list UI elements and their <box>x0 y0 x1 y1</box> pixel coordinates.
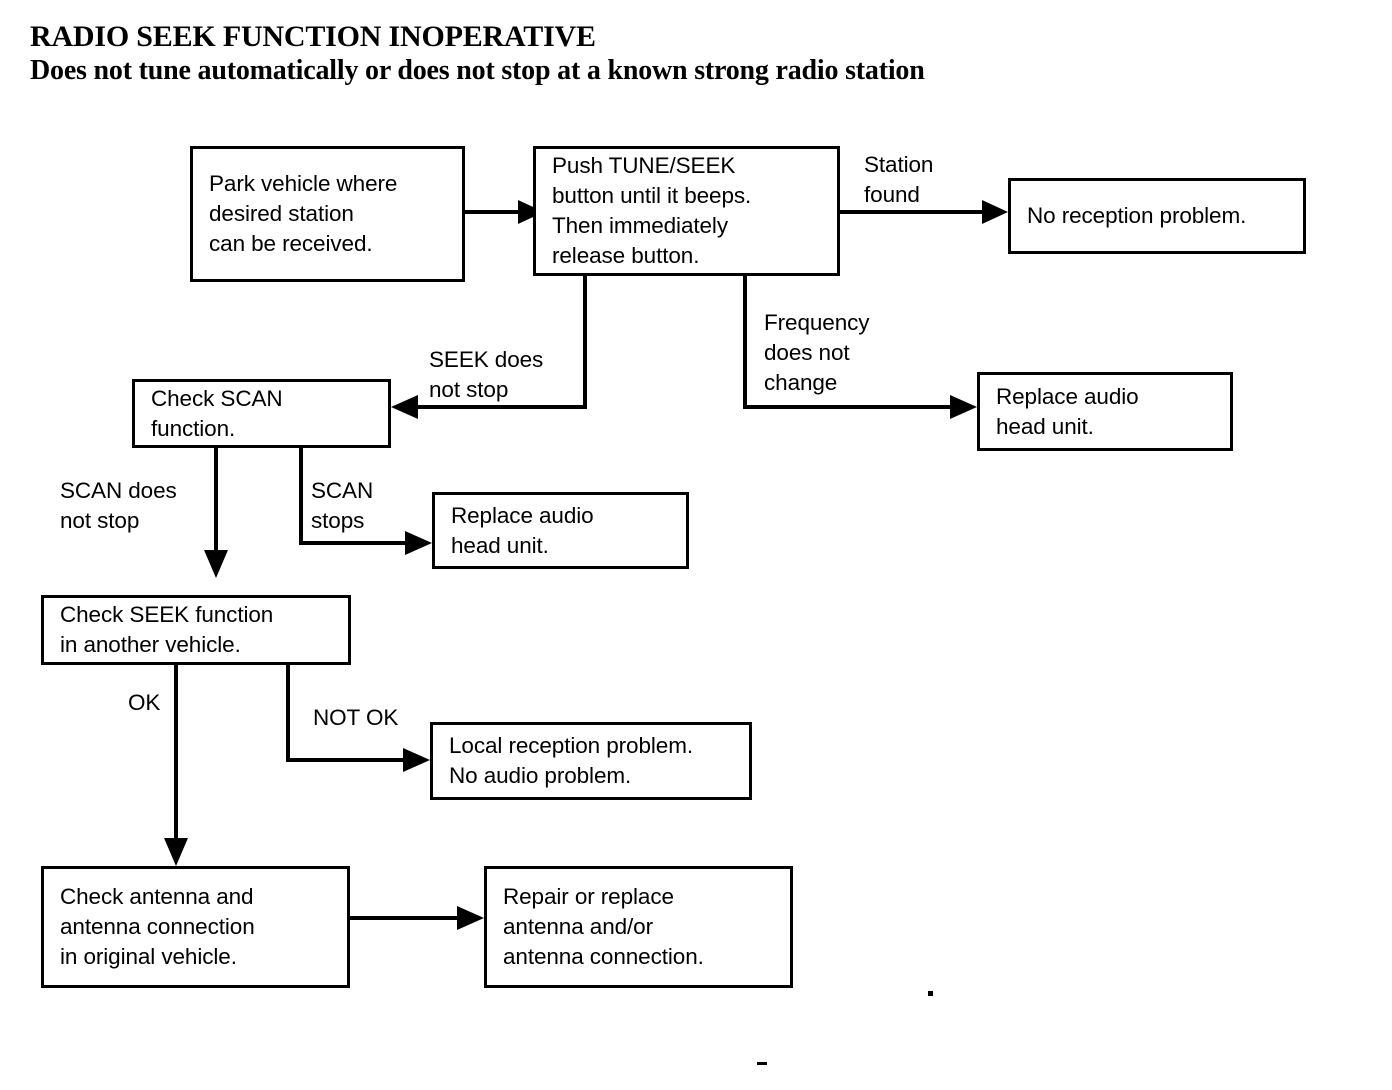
node-no-reception-problem[interactable]: No reception problem. <box>1008 178 1306 254</box>
node-replace-head-unit-scan[interactable]: Replace audio head unit. <box>432 492 689 569</box>
node-label: Park vehicle where desired station can b… <box>209 171 398 256</box>
node-label: Replace audio head unit. <box>996 383 1139 439</box>
node-label: No reception problem. <box>1027 203 1247 228</box>
node-label: Local reception problem. No audio proble… <box>449 733 693 788</box>
edge-checkant-to-repairant <box>350 906 484 930</box>
node-label: Check SCAN function. <box>151 385 283 441</box>
node-check-seek-another-vehicle[interactable]: Check SEEK function in another vehicle. <box>41 595 351 665</box>
edge-push-to-checkscan <box>391 275 587 419</box>
node-label: Push TUNE/SEEK button until it beeps. Th… <box>552 153 752 268</box>
edge-label-not-ok: NOT OK <box>313 705 399 730</box>
edge-push-to-replace1 <box>743 275 977 419</box>
node-label: Check SEEK function in another vehicle. <box>60 602 274 657</box>
edge-label-ok: OK <box>128 690 161 715</box>
node-park-vehicle[interactable]: Park vehicle where desired station can b… <box>190 146 465 282</box>
scan-speck <box>757 1062 767 1065</box>
node-label: Repair or replace antenna and/or antenna… <box>503 884 704 969</box>
node-local-reception-problem[interactable]: Local reception problem. No audio proble… <box>430 722 752 800</box>
node-label: Check antenna and antenna connection in … <box>60 884 255 969</box>
edge-label-seek-does-not-stop: SEEK does not stop <box>429 347 544 402</box>
edge-checkseek-to-checkant <box>164 665 188 866</box>
node-check-antenna[interactable]: Check antenna and antenna connection in … <box>41 866 350 988</box>
scan-speck <box>928 991 933 996</box>
edge-label-scan-does-not-stop: SCAN does not stop <box>60 478 177 533</box>
node-check-scan-function[interactable]: Check SCAN function. <box>132 379 391 448</box>
edge-label-station-found: Station found <box>864 152 934 207</box>
edge-push-to-noproblem <box>840 200 1008 224</box>
node-label: Replace audio head unit. <box>451 502 594 558</box>
node-repair-replace-antenna[interactable]: Repair or replace antenna and/or antenna… <box>484 866 793 988</box>
edge-label-frequency-does-not-change: Frequency does not change <box>764 310 870 395</box>
edge-label-scan-stops: SCAN stops <box>311 478 374 533</box>
edge-checkscan-to-replace2 <box>299 447 432 555</box>
edge-checkscan-to-checkseek <box>204 447 228 578</box>
page-title: RADIO SEEK FUNCTION INOPERATIVE Does not… <box>30 20 1330 88</box>
title-line-1: RADIO SEEK FUNCTION INOPERATIVE <box>30 20 596 53</box>
title-line-2: Does not tune automatically or does not … <box>30 55 925 86</box>
edge-park-to-push <box>465 200 544 224</box>
node-replace-head-unit-frequency[interactable]: Replace audio head unit. <box>977 372 1233 451</box>
node-push-tune-seek[interactable]: Push TUNE/SEEK button until it beeps. Th… <box>533 146 840 276</box>
edge-checkseek-to-localrecep <box>286 665 430 772</box>
